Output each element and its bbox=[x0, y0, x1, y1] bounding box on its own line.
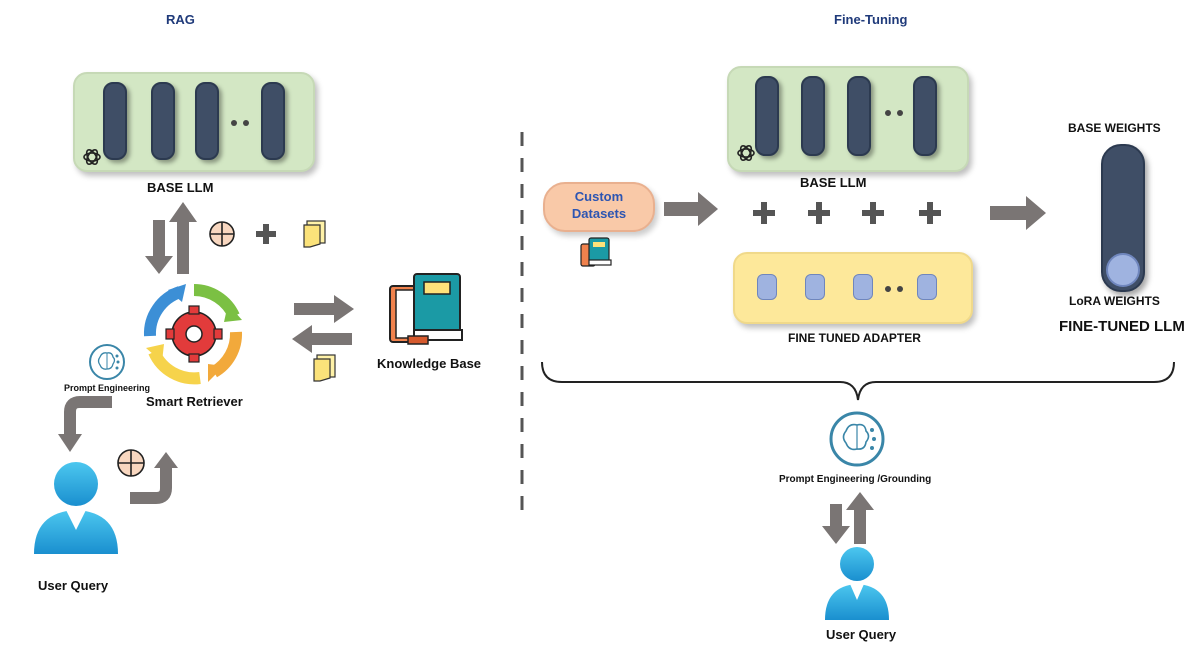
openai-logo-icon bbox=[737, 144, 755, 162]
llm-layer-pill bbox=[801, 76, 825, 156]
custom-datasets-node: Custom Datasets bbox=[543, 182, 655, 232]
bidirectional-arrow-icon bbox=[292, 295, 354, 353]
llm-layer-pill bbox=[103, 82, 127, 160]
plus-circle-icon bbox=[209, 221, 235, 247]
ellipsis-dot bbox=[885, 286, 891, 292]
database-cylinder-icon bbox=[917, 274, 937, 300]
knowledge-base-label: Knowledge Base bbox=[377, 356, 482, 371]
plus-circle-icon bbox=[117, 449, 145, 477]
ft-base-llm-label: BASE LLM bbox=[800, 175, 867, 190]
llm-layer-pill bbox=[261, 82, 285, 160]
llm-layer-pill bbox=[913, 76, 937, 156]
books-icon bbox=[389, 273, 463, 345]
custom-datasets-line1: Custom bbox=[574, 189, 624, 204]
user-icon bbox=[825, 547, 889, 620]
base-weights-label: BASE WEIGHTS bbox=[1068, 121, 1161, 135]
ellipsis-dot bbox=[231, 120, 237, 126]
fine-tuning-title: Fine-Tuning bbox=[834, 12, 908, 27]
rag-base-llm-label: BASE LLM bbox=[147, 180, 214, 195]
database-cylinder-icon bbox=[757, 274, 777, 300]
books-icon bbox=[580, 237, 612, 267]
document-icon bbox=[313, 354, 336, 382]
fine-tuned-llm-capsule bbox=[1101, 144, 1145, 292]
divider-dashed-line bbox=[520, 132, 524, 512]
curved-arrow-icon bbox=[58, 396, 112, 452]
llm-layer-pill bbox=[151, 82, 175, 160]
prompt-engineering-grounding-label: Prompt Engineering /Grounding bbox=[779, 474, 932, 485]
curly-brace bbox=[541, 361, 1175, 401]
plus-icon bbox=[919, 202, 941, 224]
plus-icon bbox=[808, 202, 830, 224]
curved-arrow-icon bbox=[130, 452, 178, 504]
llm-layer-pill bbox=[195, 82, 219, 160]
plus-icon bbox=[753, 202, 775, 224]
ellipsis-dot bbox=[885, 110, 891, 116]
fine-tuned-llm-label: FINE-TUNED LLM bbox=[1059, 318, 1185, 335]
database-cylinder-icon bbox=[853, 274, 873, 300]
user-icon bbox=[34, 462, 118, 554]
brain-circuit-icon bbox=[89, 344, 125, 380]
ellipsis-dot bbox=[897, 286, 903, 292]
rag-user-query-label: User Query bbox=[38, 578, 109, 593]
bidirectional-arrow-icon bbox=[145, 202, 197, 274]
rag-base-llm-box bbox=[73, 72, 315, 172]
gear-cycle-icon bbox=[143, 284, 243, 385]
plus-icon bbox=[862, 202, 884, 224]
llm-layer-pill bbox=[847, 76, 871, 156]
ft-base-llm-box bbox=[727, 66, 969, 172]
ellipsis-dot bbox=[243, 120, 249, 126]
right-arrow-icon bbox=[990, 196, 1046, 230]
ellipsis-dot bbox=[897, 110, 903, 116]
fine-tuned-adapter-label: FINE TUNED ADAPTER bbox=[788, 331, 921, 345]
lora-weights-label: LoRA WEIGHTS bbox=[1069, 294, 1160, 308]
plus-icon bbox=[256, 224, 276, 244]
lora-weights-circle bbox=[1106, 253, 1140, 287]
ft-user-query-label: User Query bbox=[826, 627, 897, 642]
smart-retriever-label: Smart Retriever bbox=[146, 394, 243, 409]
bidirectional-arrow-icon bbox=[822, 492, 874, 544]
rag-title: RAG bbox=[166, 12, 195, 27]
brain-circuit-icon bbox=[829, 411, 885, 467]
openai-logo-icon bbox=[83, 148, 101, 166]
rag-prompt-engineering-label: Prompt Engineering bbox=[64, 383, 151, 393]
right-arrow-icon bbox=[664, 192, 718, 226]
fine-tuned-adapter-box bbox=[733, 252, 973, 324]
document-icon bbox=[303, 220, 326, 248]
database-cylinder-icon bbox=[805, 274, 825, 300]
llm-layer-pill bbox=[755, 76, 779, 156]
custom-datasets-line2: Datasets bbox=[571, 206, 627, 221]
